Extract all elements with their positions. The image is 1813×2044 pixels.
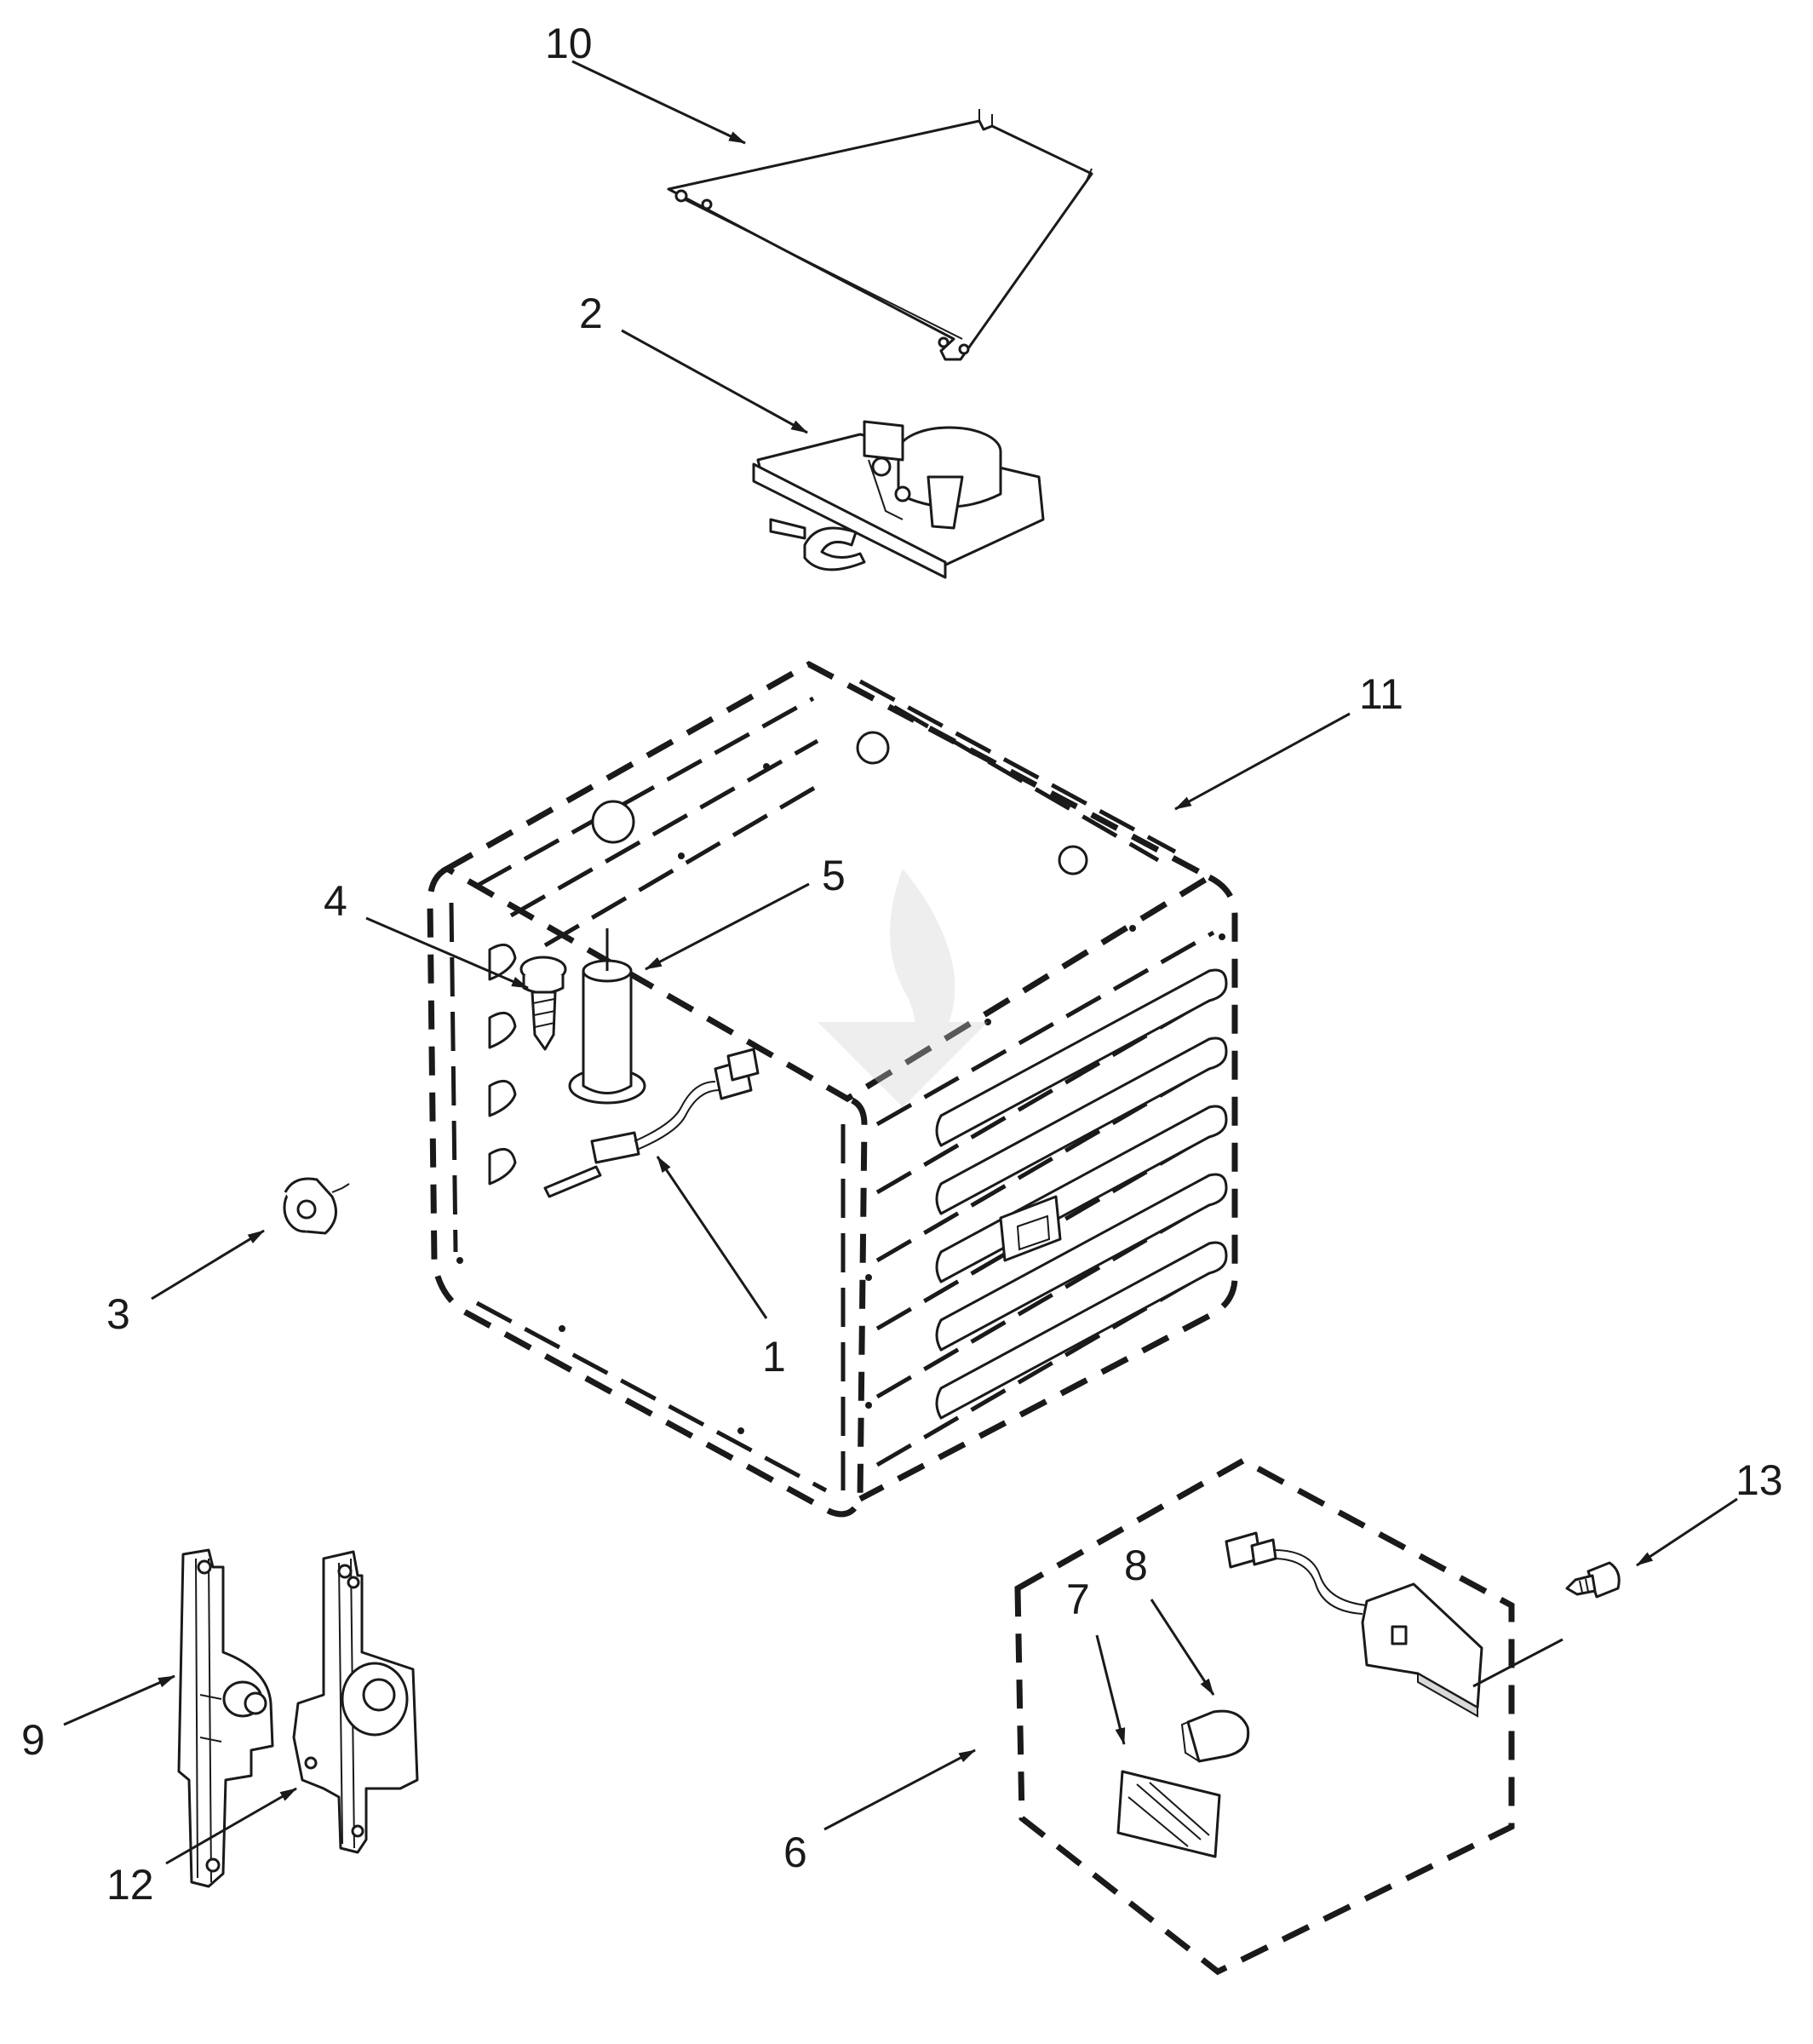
part-10-cover-plate	[667, 109, 1093, 361]
part-3-bumper	[283, 1177, 350, 1235]
leader-5	[645, 882, 810, 971]
leader-11	[1174, 712, 1351, 811]
part-11-oven-cavity	[427, 661, 1238, 1518]
callout-5: 5	[822, 852, 846, 899]
leader-6	[823, 1748, 976, 1831]
leader-9	[63, 1674, 175, 1726]
callout-11: 11	[1359, 670, 1403, 718]
leader-2	[621, 329, 808, 434]
leader-1	[656, 1156, 768, 1319]
part-4-screw	[519, 956, 567, 1051]
callout-4: 4	[324, 877, 347, 925]
part-12-hinge	[292, 1550, 419, 1854]
callout-labels: 10 2 11 4 5 1 3 9 12 6 7 8 13	[21, 20, 1783, 1909]
leader-8	[1150, 1599, 1215, 1696]
callout-2: 2	[579, 290, 603, 337]
part-8-bulb	[1180, 1709, 1250, 1763]
leader-lines	[63, 60, 1738, 1865]
leader-3	[151, 1229, 265, 1300]
part-13-screw	[1565, 1561, 1621, 1599]
part-9-hinge	[177, 1548, 274, 1888]
part-2-latch-assembly	[752, 420, 1045, 579]
flame-logo-watermark	[818, 869, 988, 1107]
light-socket-assembly	[1225, 1531, 1563, 1718]
part-7-lens	[1116, 1770, 1221, 1858]
callout-12: 12	[106, 1861, 154, 1909]
leader-7	[1095, 1634, 1126, 1745]
callout-3: 3	[106, 1290, 130, 1338]
part-5-tube	[568, 928, 646, 1105]
leader-10	[571, 60, 746, 145]
leader-13	[1636, 1497, 1738, 1567]
leader-12	[165, 1787, 297, 1865]
callout-6: 6	[783, 1829, 807, 1876]
leader-4	[365, 916, 529, 990]
callout-13: 13	[1736, 1456, 1783, 1504]
callout-7: 7	[1066, 1576, 1090, 1623]
callout-8: 8	[1124, 1542, 1148, 1589]
part-1-sensor	[543, 1048, 760, 1198]
callout-1: 1	[762, 1333, 786, 1381]
part-6-light-kit	[1014, 1457, 1515, 1976]
callout-9: 9	[21, 1716, 45, 1764]
callout-10: 10	[545, 20, 593, 67]
